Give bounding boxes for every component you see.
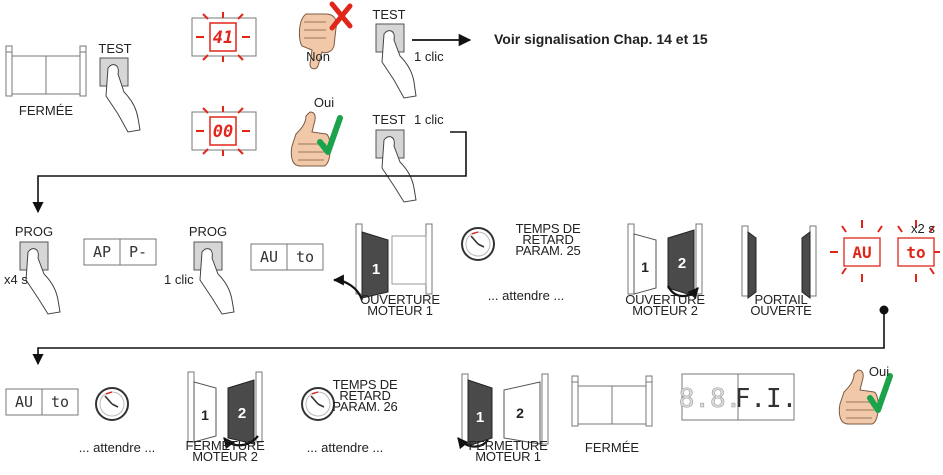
label-param26: PARAM. 26 [332, 399, 398, 414]
display-41-text: 41 [213, 28, 233, 48]
display-to-text: to [296, 248, 314, 266]
label-x4s: x4 s [4, 272, 28, 287]
display-au-red-text: AU [852, 243, 871, 262]
gate-open-icon [741, 225, 817, 299]
display-41-blinking: 41 [191, 12, 257, 62]
green-check-icon [867, 373, 893, 413]
label-prog-2: PROG [188, 224, 228, 239]
label-fermee-1: FERMÉE [18, 103, 74, 118]
label-moteur2-b: MOTEUR 2 [192, 449, 258, 464]
label-test-3: TEST [372, 112, 406, 127]
display-au-to-1: AU to [250, 243, 324, 271]
label-oui-2: Oui [868, 364, 890, 379]
leaf-2-label: 2 [238, 405, 246, 422]
pointing-finger-icon [25, 248, 61, 315]
label-attendre-2: ... attendre ... [78, 440, 156, 455]
label-voir-signalisation: Voir signalisation Chap. 14 et 15 [494, 31, 708, 47]
label-attendre-3: ... attendre ... [306, 440, 384, 455]
label-fermee-2: FERMÉE [584, 440, 640, 455]
display-88-text: 8.8. [679, 384, 742, 414]
display-ap-p: AP P- [83, 238, 157, 266]
pointing-finger-icon [381, 30, 417, 99]
label-param25: PARAM. 25 [515, 243, 581, 258]
label-test-1: TEST [98, 41, 132, 56]
label-temps-2: TEMPS DE [332, 377, 398, 392]
pointing-finger-icon [199, 248, 235, 315]
label-retard-2: RETARD [339, 388, 391, 403]
label-prog-1: PROG [14, 224, 54, 239]
display-fi-text: F.I. [735, 384, 798, 414]
leaf-1-label: 1 [201, 407, 209, 423]
label-ouverte: OUVERTE [750, 303, 812, 318]
gate-closed-icon [5, 45, 87, 97]
display-ap-text: AP [93, 243, 111, 261]
clock-icon [461, 227, 495, 261]
gate-closing-motor2-icon: 1 2 [187, 371, 263, 450]
green-check-icon [317, 115, 343, 155]
leaf-2-label: 2 [678, 255, 686, 272]
display-au-to-blinking: AU to [830, 220, 940, 282]
display-00-text: 00 [213, 122, 233, 142]
label-attendre-1: ... attendre ... [487, 288, 565, 303]
display-00-blinking: 00 [191, 106, 257, 156]
gate-opening-motor1-icon: 1 [332, 223, 433, 301]
label-fermeture-2: FERMETURE [468, 438, 548, 453]
gate-opening-motor2-icon: 1 2 [627, 223, 703, 300]
label-moteur1-b: MOTEUR 1 [475, 449, 541, 464]
connector-row1-row2 [32, 131, 467, 214]
clock-icon [301, 387, 335, 421]
pointing-finger-icon [105, 64, 141, 133]
display-au-text: AU [260, 248, 278, 266]
label-ouverture-2: OUVERTURE [625, 292, 705, 307]
leaf-1-label: 1 [476, 409, 484, 426]
connector-row2-row3 [32, 310, 885, 366]
display-p-text: P- [129, 243, 147, 261]
label-non: Non [306, 49, 330, 64]
red-x-icon [329, 1, 353, 31]
label-temps-1: TEMPS DE [515, 221, 581, 236]
label-retard-1: RETARD [522, 232, 574, 247]
label-ouverture-1: OUVERTURE [360, 292, 440, 307]
leaf-1-label: 1 [372, 261, 380, 278]
thumbs-up-icon [290, 111, 331, 167]
leaf-2-label: 2 [516, 405, 524, 421]
label-test-2: TEST [372, 7, 406, 22]
gate-closing-motor1-icon: 1 2 [457, 373, 549, 450]
display-to-red-text: to [906, 243, 925, 262]
gate-closed-icon [571, 375, 653, 427]
display-88-fi: 8.8. F.I. [678, 373, 798, 421]
label-1clic-3: 1 clic [164, 272, 194, 287]
label-moteur2-a: MOTEUR 2 [632, 303, 698, 318]
label-fermeture-1: FERMETURE [185, 438, 265, 453]
pointing-finger-icon [381, 136, 417, 203]
display-au-text: AU [15, 393, 33, 411]
label-portail: PORTAIL [754, 292, 808, 307]
label-1clic-2: 1 clic [414, 112, 444, 127]
leaf-1-label: 1 [641, 259, 649, 275]
display-to-text: to [51, 393, 69, 411]
display-au-to-2: AU to [5, 388, 79, 416]
label-oui-1: Oui [313, 95, 335, 110]
label-moteur1-a: MOTEUR 1 [367, 303, 433, 318]
label-x2s: x2 s [911, 221, 935, 236]
clock-icon [95, 387, 129, 421]
label-1clic-1: 1 clic [414, 49, 444, 64]
